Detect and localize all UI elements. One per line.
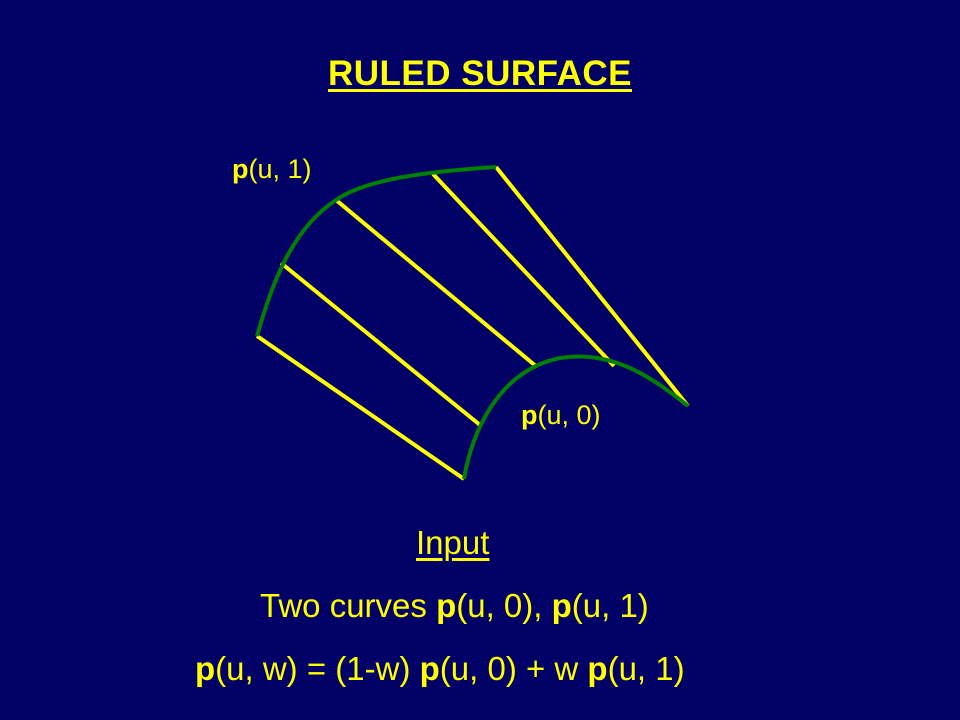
slide-title: RULED SURFACE <box>327 54 633 93</box>
formula-part-a: (u, w) = (1-w) <box>215 650 420 687</box>
input-description: Two curves p(u, 0), p(u, 1) <box>260 587 649 625</box>
ruling-line-1 <box>255 334 466 481</box>
label-bottom-curve-rest: (u, 0) <box>537 400 601 430</box>
ruling-line-3 <box>334 198 539 369</box>
input-desc-p2: p <box>551 587 572 624</box>
ruling-line-2 <box>279 261 482 427</box>
input-desc-end: (u, 1) <box>571 587 649 624</box>
input-desc-mid: (u, 0), <box>456 587 552 624</box>
curve-p-u-0 <box>462 354 690 480</box>
input-heading: Input <box>416 524 490 561</box>
curve-p-u-1 <box>255 165 497 337</box>
label-bottom-curve: p(u, 0) <box>521 400 601 431</box>
formula-p2: p <box>419 650 440 687</box>
ruling-line-5 <box>494 165 690 408</box>
formula-p3: p <box>587 650 608 687</box>
input-desc-p1: p <box>436 587 457 624</box>
ruled-surface-formula: p(u, w) = (1-w) p(u, 0) + w p(u, 1) <box>195 650 685 688</box>
label-top-curve-bold: p <box>232 154 249 184</box>
formula-part-c: (u, 1) <box>607 650 685 687</box>
input-desc-prefix: Two curves <box>260 587 437 624</box>
label-top-curve: p(u, 1) <box>232 154 312 185</box>
ruling-line-4 <box>431 172 616 368</box>
formula-part-b: (u, 0) + w <box>439 650 588 687</box>
label-bottom-curve-bold: p <box>521 400 538 430</box>
label-top-curve-rest: (u, 1) <box>248 154 312 184</box>
formula-p1: p <box>195 650 216 687</box>
